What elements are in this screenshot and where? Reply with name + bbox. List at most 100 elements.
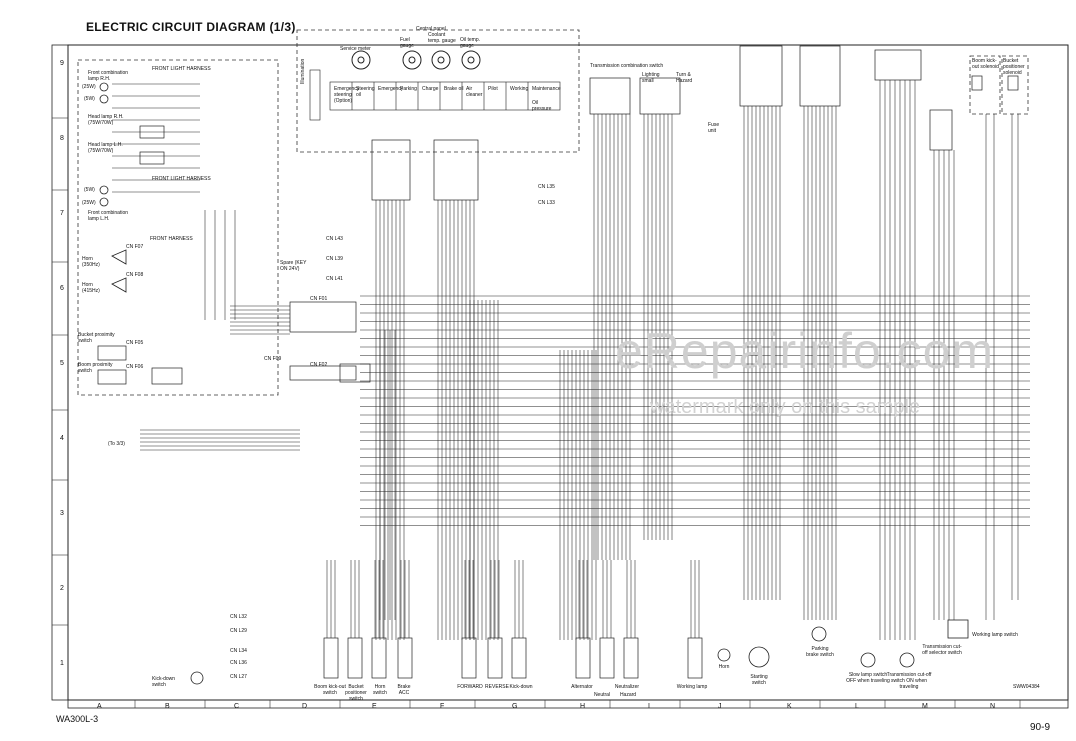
connector-tag: CN L43 bbox=[326, 236, 343, 242]
indicator-label: Parking bbox=[400, 86, 417, 92]
indicator-label: Brake oil bbox=[444, 86, 464, 92]
column-dividers bbox=[134, 700, 1021, 708]
indicator-label: Emergency bbox=[378, 86, 404, 92]
col-header: M bbox=[922, 703, 928, 710]
switch-connector bbox=[687, 637, 703, 679]
switch-connector bbox=[397, 637, 413, 679]
front-light-harness-label-2: FRONT LIGHT HARNESS bbox=[152, 176, 211, 182]
switch-connector bbox=[487, 637, 503, 679]
connector-tag: CN F02 bbox=[310, 362, 328, 368]
switch-connector bbox=[461, 637, 477, 679]
switch-label: REVERSE bbox=[485, 684, 509, 690]
row-dividers bbox=[52, 117, 68, 626]
switch-connector bbox=[323, 637, 339, 679]
oil-temp-gauge bbox=[461, 50, 481, 70]
connector-tag: CN L27 bbox=[230, 674, 247, 680]
switch-label: FORWARD bbox=[457, 684, 483, 690]
watermark-main: eRepairinfo.com bbox=[615, 323, 995, 379]
connector-tag: CN L39 bbox=[326, 256, 343, 262]
connector-tag: CN L36 bbox=[230, 660, 247, 666]
connector-tag: CN F06 bbox=[126, 364, 144, 370]
connector-tag: CN F05 bbox=[126, 340, 144, 346]
col-header: H bbox=[580, 703, 586, 710]
fuse-unit-label: Fuse unit bbox=[708, 122, 720, 134]
bucket-solenoid-label: Bucket positioner solenoid bbox=[1003, 58, 1025, 76]
horn-415-label: Horn (415Hz) bbox=[82, 282, 100, 294]
switch-label: Alternator bbox=[571, 684, 593, 690]
col-header: A bbox=[97, 703, 102, 710]
front-light-harness-label: FRONT LIGHT HARNESS bbox=[152, 66, 211, 72]
row-header: 2 bbox=[60, 585, 64, 592]
horn-350-label: Horn (350Hz) bbox=[82, 256, 100, 268]
switch-connector bbox=[575, 637, 591, 679]
switch-label: Horn bbox=[718, 664, 730, 670]
col-header: B bbox=[165, 703, 170, 710]
horns bbox=[111, 249, 127, 293]
switch-label: Parking brake switch bbox=[806, 646, 834, 658]
front-light-harness-box bbox=[77, 59, 279, 396]
switch-connector bbox=[511, 637, 527, 679]
turn-hazard-label: Turn & Hazard bbox=[676, 72, 693, 84]
row-header: 7 bbox=[60, 210, 64, 217]
bottom-switch-connectors bbox=[323, 637, 703, 679]
oil-gauge-label: Oil temp. gauge bbox=[460, 37, 481, 49]
kick-down-switch-label: Kick-down switch bbox=[152, 676, 176, 688]
col-header: E bbox=[372, 703, 377, 710]
col-header: G bbox=[512, 703, 518, 710]
indicator-label: Maintenance bbox=[532, 86, 561, 92]
row-header: 5 bbox=[60, 360, 64, 367]
connector-tag: CN F08 bbox=[126, 272, 144, 278]
diagram-title: ELECTRIC CIRCUIT DIAGRAM (1/3) bbox=[86, 20, 296, 34]
switch-label: Hazard bbox=[619, 692, 637, 698]
trans-combo-switch-label: Transmission combination switch bbox=[590, 63, 664, 69]
bucket-proximity-label: Bucket proximity switch bbox=[78, 332, 115, 344]
switch-symbols bbox=[190, 619, 969, 685]
lamps bbox=[99, 82, 109, 207]
switch-label: Bucket positioner switch bbox=[345, 684, 367, 702]
dashed-enclosures bbox=[77, 29, 1029, 396]
connector-tag: CN F07 bbox=[126, 244, 144, 250]
switch-label: Slow lamp switch OFF when traveling bbox=[846, 672, 890, 684]
row-header: 9 bbox=[60, 60, 64, 67]
connector-tag: CN L29 bbox=[230, 628, 247, 634]
col-header: L bbox=[855, 703, 859, 710]
vertical-wires bbox=[204, 80, 1019, 640]
col-header: F bbox=[440, 703, 445, 710]
switch-label: Starting switch bbox=[750, 674, 768, 686]
spare-label: Spare (KEY ON 24V) bbox=[280, 260, 307, 272]
row-header: 4 bbox=[60, 435, 64, 442]
coolant-gauge bbox=[431, 50, 451, 70]
lamp-25w-label-2: (25W) bbox=[82, 200, 96, 206]
switch-connector bbox=[347, 637, 363, 679]
indicator-bank bbox=[309, 69, 561, 121]
page-number: 90-9 bbox=[1030, 722, 1051, 733]
coolant-gauge-label: Coolant temp. gauge bbox=[428, 32, 456, 44]
front-combo-lamp-rh-label: Front combination lamp R.H. bbox=[88, 70, 129, 82]
switch-connector bbox=[599, 637, 615, 679]
head-lamp-rh-label: Head lamp R.H. (75W/70W) bbox=[88, 114, 124, 126]
boom-solenoid-box bbox=[969, 55, 1001, 115]
front-combo-lamp-lh-label: Front combination lamp L.H. bbox=[88, 210, 129, 222]
indicator-label: Pilot bbox=[488, 86, 498, 92]
indicator-label: Air cleaner bbox=[466, 86, 483, 98]
col-header: J bbox=[718, 703, 722, 710]
head-lamp-lh-label: Head lamp L.H. (75W/70W) bbox=[88, 142, 123, 154]
row-header: 6 bbox=[60, 285, 64, 292]
switch-label: Boom kick-out switch bbox=[314, 684, 346, 696]
gauges bbox=[351, 50, 481, 70]
fuel-gauge-label: Fuel gauge bbox=[400, 37, 414, 49]
col-header: N bbox=[990, 703, 996, 710]
model-number: WA300L-3 bbox=[56, 714, 99, 724]
indicator-label: Oil pressure bbox=[532, 100, 552, 112]
switch-label: Horn switch bbox=[373, 684, 387, 696]
switch-label: Working lamp switch bbox=[972, 632, 1018, 638]
indicator-label: Charge bbox=[422, 86, 439, 92]
central-panel-label: Central panel bbox=[416, 26, 446, 32]
lighting-small-label: Lighting small bbox=[642, 72, 660, 84]
sheet-frame bbox=[51, 44, 1069, 709]
front-harness-label: FRONT HARNESS bbox=[150, 236, 193, 242]
col-header: D bbox=[302, 703, 308, 710]
connector-tag: CN F09 bbox=[264, 356, 282, 362]
illumination-label: Illumination bbox=[300, 58, 306, 84]
